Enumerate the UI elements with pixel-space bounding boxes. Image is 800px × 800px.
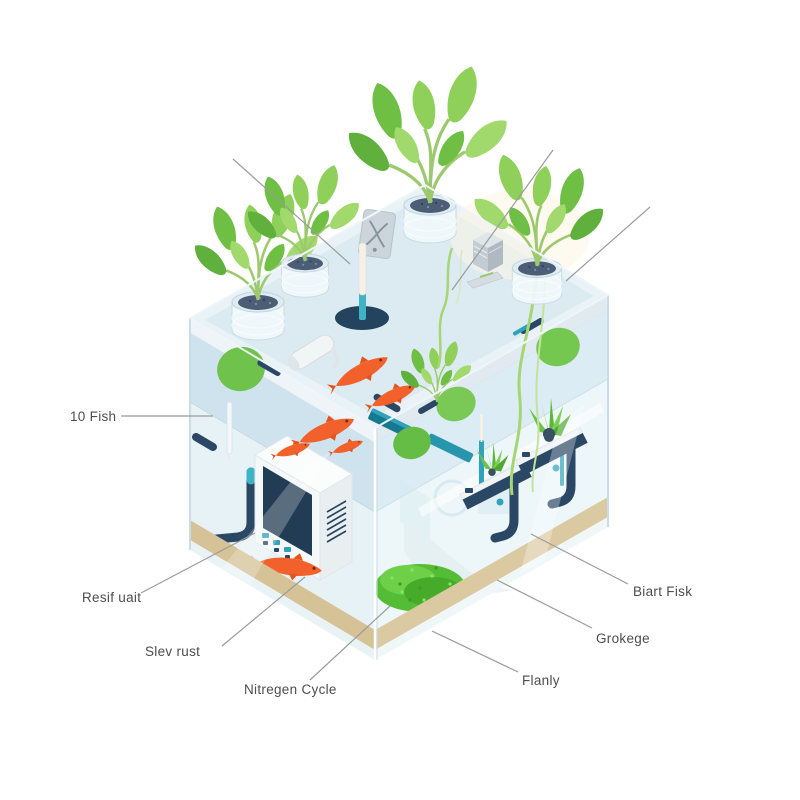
label-nitregen-cycle: Nitregen Cycle	[244, 682, 337, 697]
label-fish-count: 10 Fish	[70, 409, 116, 424]
label-slev-rust: Slev rust	[145, 644, 200, 659]
grow-shelf-icon	[459, 443, 532, 543]
tank-interior	[192, 398, 604, 612]
probe-wand-icon	[335, 242, 389, 330]
leader-line	[565, 206, 651, 282]
tool-icon	[466, 271, 504, 289]
vine-roots	[436, 247, 546, 496]
sand-bed	[190, 497, 608, 660]
label-grokege: Grokege	[596, 631, 650, 646]
leader-lines	[121, 149, 651, 681]
labels: 10 Fish Resif uait Slev rust Nitregen Cy…	[70, 409, 692, 697]
lid-items	[190, 65, 608, 496]
leader-line	[431, 630, 519, 673]
glass-edges	[188, 183, 610, 660]
leaf-disc-icon	[536, 327, 580, 367]
leader-line	[451, 149, 554, 291]
leader-line	[140, 532, 256, 594]
equipment-box-icon	[473, 232, 503, 272]
surface-band-items	[217, 318, 580, 465]
pipette-icon	[226, 401, 233, 466]
leader-line	[232, 158, 351, 265]
grow-shelf-icon	[515, 398, 588, 509]
x-device-icon	[357, 209, 397, 259]
filter-buttons	[262, 533, 291, 559]
leaf-disc-icon	[217, 346, 265, 392]
label-flanly: Flanly	[522, 673, 560, 688]
leader-line	[221, 576, 306, 647]
leader-line	[496, 579, 593, 629]
camera-icon	[287, 334, 340, 372]
pipe-icon	[192, 433, 256, 545]
leader-line	[309, 605, 391, 681]
label-biart-fisk: Biart Fisk	[633, 584, 692, 599]
leaf-disc-icon	[436, 386, 476, 422]
label-resif-uait: Resif uait	[82, 590, 141, 605]
leader-line	[530, 533, 629, 585]
plant-icon	[343, 65, 512, 203]
leaf-disc-icon	[393, 426, 431, 460]
filter-box-icon	[254, 435, 353, 581]
